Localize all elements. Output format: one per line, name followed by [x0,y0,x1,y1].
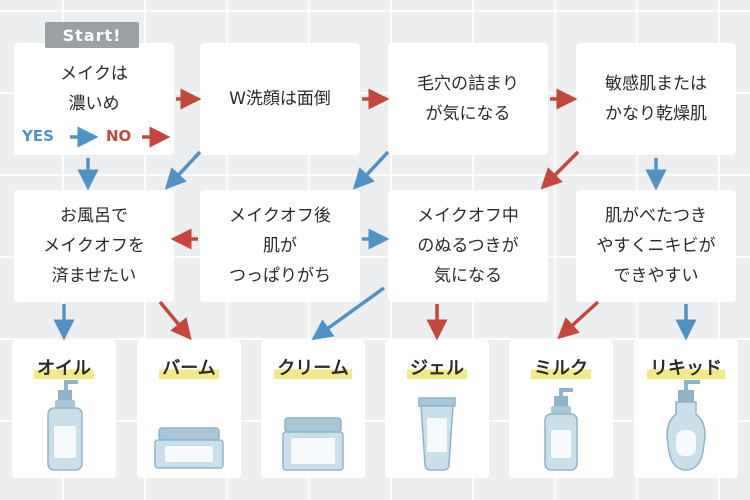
question-text: メイクオフ中 のぬるつきが 気になる [417,206,519,286]
product-label-liquid: リキッド [647,358,725,379]
question-text: 敏感肌または かなり乾燥肌 [605,74,707,124]
question-box-tight-skin: メイクオフ後 肌が つっぱりがち [200,190,360,302]
question-text: メイクオフ後 肌が つっぱりがち [229,206,331,286]
product-card-oil: オイル [12,340,116,478]
milk-pump-bottle-icon [544,388,578,471]
question-text: W洗顔は面倒 [229,89,331,109]
product-label-oil: オイル [34,358,94,379]
balm-jar-icon [154,427,224,469]
gel-tube-icon [418,397,456,471]
no-legend-label: NO [106,127,132,145]
cream-jar-icon [282,417,344,471]
question-box-oily-acne: 肌がべたつき やすくニキビが できやすい [576,190,736,302]
arrow-q4-no [540,150,580,190]
question-text: メイクは 濃いめ [60,64,128,114]
product-label-gel: ジェル [407,358,467,379]
arrow-q2-yes [164,150,202,190]
question-box-pores: 毛穴の詰まり が気になる [388,43,548,155]
question-box-bath-makeup-off: お風呂で メイクオフを 済ませたい [14,190,174,302]
product-card-milk: ミルク [509,340,613,478]
arrow-q8-no [557,300,600,340]
oil-pump-bottle-icon [47,380,83,471]
product-card-balm: バーム [137,340,241,478]
question-text: 肌がべたつき やすくニキビが できやすい [596,206,716,286]
product-card-cream: クリーム [261,340,365,478]
start-tag: Start! [45,22,139,48]
yes-legend-label: YES [22,127,54,145]
arrow-q7-yes [311,286,386,341]
product-card-liquid: リキッド [634,340,738,478]
question-box-double-cleansing: W洗顔は面倒 [200,43,360,155]
question-text: お風呂で メイクオフを 済ませたい [43,206,145,286]
product-label-cream: クリーム [274,358,352,379]
product-label-balm: バーム [159,358,219,379]
question-text: 毛穴の詰まり が気になる [417,74,519,124]
arrow-q5-no [158,300,192,341]
question-box-sensitive-skin: 敏感肌または かなり乾燥肌 [576,43,736,155]
liquid-pump-bottle-icon [666,380,706,471]
product-label-milk: ミルク [531,358,591,379]
question-box-slimy-feel: メイクオフ中 のぬるつきが 気になる [388,190,548,302]
product-card-gel: ジェル [385,340,489,478]
arrow-q3-yes [352,150,390,190]
